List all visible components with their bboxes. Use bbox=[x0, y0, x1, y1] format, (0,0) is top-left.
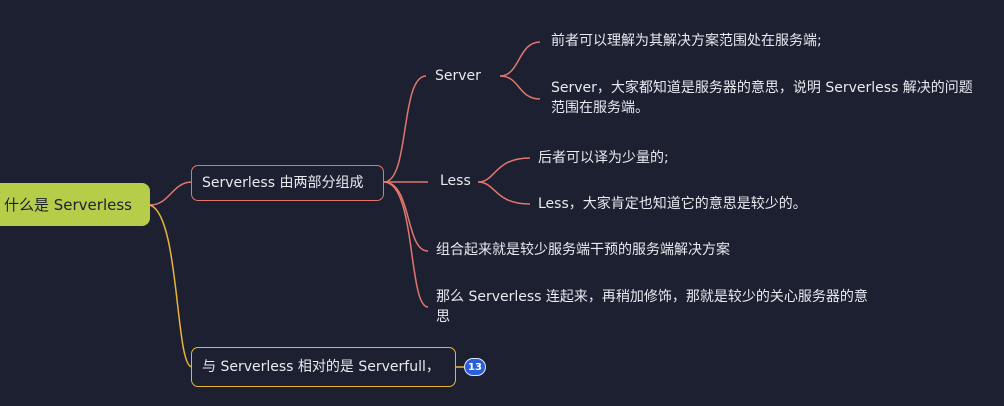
server-item-2-text: Server，大家都知道是服务器的意思，说明 Serverless 解决的问题范… bbox=[551, 80, 973, 116]
root-node[interactable]: 什么是 Serverless bbox=[0, 183, 150, 226]
less-item-1-text: 后者可以译为少量的; bbox=[538, 150, 669, 166]
collapsed-count-badge[interactable]: 13 bbox=[464, 358, 486, 376]
less-item-1[interactable]: 后者可以译为少量的; bbox=[538, 148, 669, 168]
connector-less-item2 bbox=[477, 181, 531, 205]
connector-server-item1 bbox=[499, 41, 541, 77]
server-item-1[interactable]: 前者可以理解为其解决方案范围处在服务端; bbox=[551, 31, 822, 51]
connector-server-item2 bbox=[499, 75, 541, 100]
less-item-2-text: Less，大家肯定也知道它的意思是较少的。 bbox=[538, 196, 807, 212]
node-server[interactable]: Server bbox=[435, 66, 481, 86]
server-item-2[interactable]: Server，大家都知道是服务器的意思，说明 Serverless 解决的问题范… bbox=[551, 78, 983, 118]
connector-root-branch1 bbox=[149, 181, 193, 206]
connector-branch1-server bbox=[383, 75, 427, 183]
node-less-label: Less bbox=[440, 173, 471, 189]
connector-branch1-meaning bbox=[383, 181, 429, 308]
collapsed-count-text: 13 bbox=[468, 361, 482, 373]
connector-root-branch2 bbox=[149, 204, 193, 368]
root-label: 什么是 Serverless bbox=[4, 195, 132, 214]
node-meaning-text: 那么 Serverless 连起来，再稍加修饰，那就是较少的关心服务器的意思 bbox=[436, 289, 868, 325]
node-less[interactable]: Less bbox=[440, 171, 471, 191]
branch-serverless-parts[interactable]: Serverless 由两部分组成 bbox=[191, 165, 384, 201]
branch-serverless-parts-label: Serverless 由两部分组成 bbox=[202, 175, 364, 191]
node-server-label: Server bbox=[435, 68, 481, 84]
node-meaning[interactable]: 那么 Serverless 连起来，再稍加修饰，那就是较少的关心服务器的意思 bbox=[436, 287, 868, 327]
node-combined[interactable]: 组合起来就是较少服务端干预的服务端解决方案 bbox=[436, 240, 730, 260]
branch-serverfull[interactable]: 与 Serverless 相对的是 Serverfull， bbox=[191, 347, 456, 387]
server-item-1-text: 前者可以理解为其解决方案范围处在服务端; bbox=[551, 33, 822, 49]
connector-less-item1 bbox=[477, 157, 531, 183]
less-item-2[interactable]: Less，大家肯定也知道它的意思是较少的。 bbox=[538, 194, 807, 214]
branch-serverfull-label: 与 Serverless 相对的是 Serverfull， bbox=[202, 359, 440, 375]
node-combined-text: 组合起来就是较少服务端干预的服务端解决方案 bbox=[436, 242, 730, 258]
